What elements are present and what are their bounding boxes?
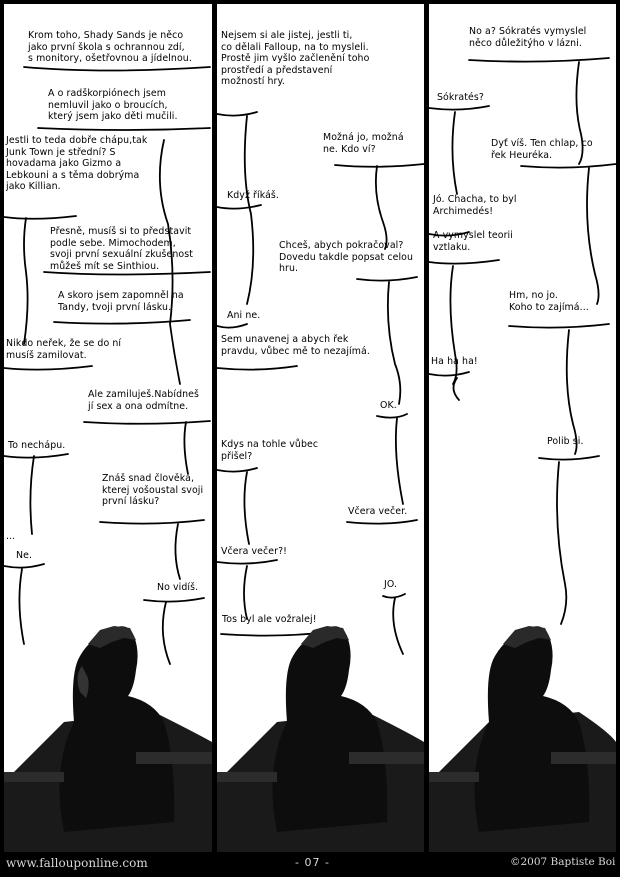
speech-bubble: Když říkáš. bbox=[227, 190, 279, 201]
speech-bubble: Krom toho, Shady Sands je něco jako prvn… bbox=[28, 30, 192, 65]
speech-bubble: JO. bbox=[384, 579, 398, 590]
speech-bubble: No a? Sókratés vymyslel něco důležitýho … bbox=[469, 26, 587, 49]
speech-bubble: Jestli to teda dobře chápu,tak Junk Town… bbox=[6, 135, 148, 193]
speech-bubble: Ne. bbox=[16, 550, 33, 561]
speech-bubble: Včera večer. bbox=[348, 506, 408, 517]
comic-panel-1: Krom toho, Shady Sands je něco jako prvn… bbox=[4, 4, 212, 852]
speech-bubble: A vymyslel teorii vztlaku. bbox=[433, 230, 513, 253]
copyright: ©2007 Baptiste Boi bbox=[510, 856, 616, 868]
character-silhouette bbox=[429, 626, 616, 852]
speech-bubble: OK. bbox=[380, 400, 397, 411]
comic-panel-3: No a? Sókratés vymyslel něco důležitýho … bbox=[429, 4, 616, 852]
speech-bubble: Polib si. bbox=[547, 436, 584, 447]
speech-bubble: Sem unavenej a abych řek pravdu, vůbec m… bbox=[221, 334, 370, 357]
speech-bubble: Možná jo, možná ne. Kdo ví? bbox=[323, 132, 404, 155]
speech-bubble: Sókratés? bbox=[437, 92, 484, 103]
speech-bubble: Chceš, abych pokračoval? Dovedu takdle p… bbox=[279, 240, 414, 275]
speech-bubble: A o radškorpiónech jsem nemluvil jako o … bbox=[48, 88, 178, 123]
speech-bubble: ... bbox=[6, 531, 16, 542]
speech-bubble: Jó. Chacha, to byl Archimedés! bbox=[433, 194, 517, 217]
speech-bubble: Nikdo neřek, že se do ní musíš zamilovat… bbox=[6, 338, 122, 361]
speech-bubble: No vidíš. bbox=[157, 582, 199, 593]
speech-bubble: Hm, no jo. Koho to zajímá... bbox=[509, 290, 589, 313]
site-url: www.falloup​online.com bbox=[6, 856, 148, 870]
speech-bubble: A skoro jsem zapomněl na Tandy, tvoji pr… bbox=[58, 290, 184, 313]
speech-bubble: Ale zamiluješ.Nabídneš jí sex a ona odmí… bbox=[88, 389, 200, 412]
speech-bubble: To nechápu. bbox=[8, 440, 66, 451]
character-silhouette bbox=[4, 626, 212, 852]
character-silhouette bbox=[217, 626, 424, 852]
speech-bubble: Tos byl ale vožralej! bbox=[222, 614, 317, 625]
speech-bubble: Dyť víš. Ten chlap, co řek Heuréka. bbox=[491, 138, 593, 161]
speech-bubble: Ha ha ha! bbox=[431, 356, 478, 367]
speech-bubble: Nejsem si ale jistej, jestli ti, co děla… bbox=[221, 30, 370, 88]
speech-tails bbox=[429, 57, 616, 625]
page-number: - 07 - bbox=[295, 856, 330, 869]
speech-bubble: Znáš snad člověka, kterej vošoustal svoj… bbox=[102, 473, 204, 508]
comic-panel-2: Nejsem si ale jistej, jestli ti, co děla… bbox=[217, 4, 424, 852]
speech-bubble: Kdys na tohle vůbec přišel? bbox=[221, 439, 319, 462]
speech-bubble: Včera večer?! bbox=[221, 546, 288, 557]
speech-bubble: Přesně, musíš si to představit podle seb… bbox=[50, 226, 193, 272]
speech-tails bbox=[4, 66, 211, 665]
speech-tails bbox=[217, 111, 424, 655]
speech-bubble: Ani ne. bbox=[227, 310, 261, 321]
